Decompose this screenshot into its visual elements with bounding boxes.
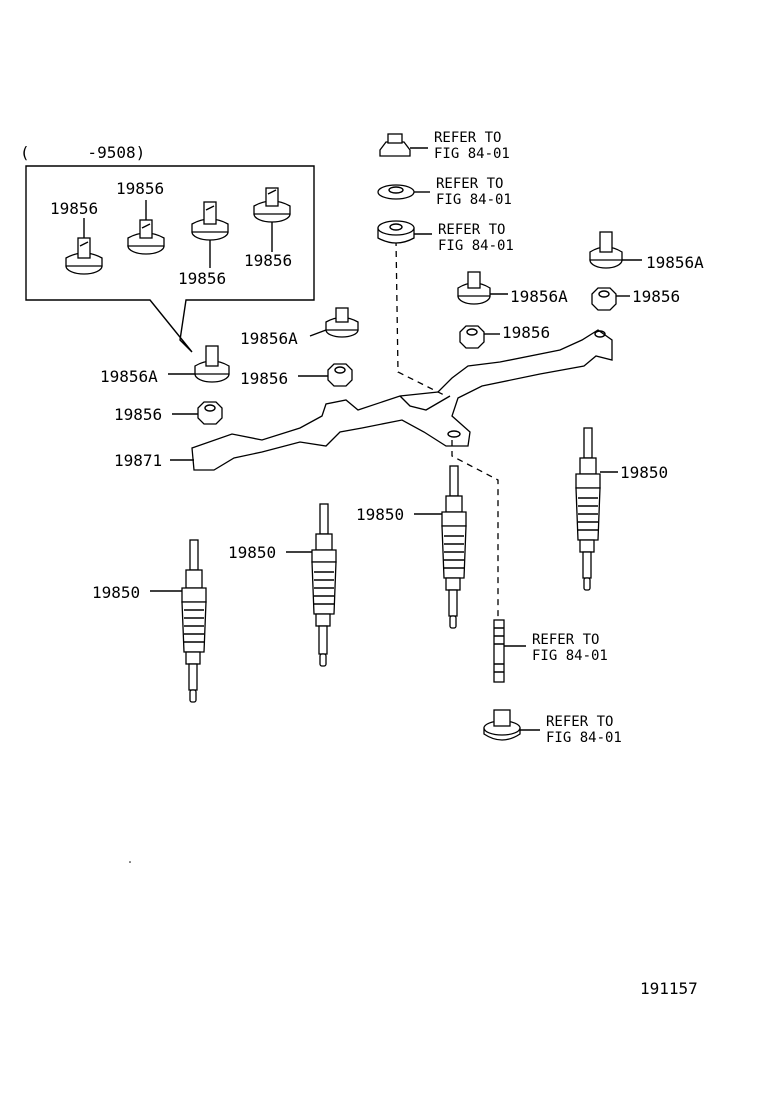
label-plug-1: 19850 — [92, 583, 140, 602]
stray-dot — [129, 861, 131, 863]
label-19856-nut-center: 19856 — [502, 323, 550, 342]
spacer-ref — [377, 220, 432, 244]
ref-spacer-line2: FIG 84-01 — [438, 238, 514, 254]
inset-connector-nut-c — [191, 201, 229, 268]
label-19856A-left: 19856A — [100, 367, 158, 386]
washer-ref — [377, 184, 430, 200]
inset-label-c: 19856 — [178, 269, 226, 288]
connector-nut-19856A-right-top — [589, 231, 642, 269]
ref-washer-line2: FIG 84-01 — [436, 192, 512, 208]
flange-nut-ref — [379, 133, 428, 157]
label-19856-nut-mid: 19856 — [240, 369, 288, 388]
inset-label-b: 19856 — [116, 179, 164, 198]
label-19856A-right-top: 19856A — [646, 253, 704, 272]
inset-connector-nut-b — [127, 200, 165, 255]
label-19871: 19871 — [114, 451, 162, 470]
glow-plug-1 — [150, 539, 207, 703]
inset-label-a: 19856 — [50, 199, 98, 218]
label-plug-2: 19850 — [228, 543, 276, 562]
ref-nut-line2: FIG 84-01 — [434, 146, 510, 162]
connector-nut-19856A-mid — [309, 307, 359, 338]
glow-plug-connector-bar-19871 — [170, 329, 613, 471]
connector-nut-19856A-center — [457, 271, 508, 305]
label-plug-4: 19850 — [620, 463, 668, 482]
glow-plug-3 — [414, 465, 467, 629]
inset-connector-nut-d — [253, 187, 291, 252]
ref-flange-nut-line2: FIG 84-01 — [546, 730, 622, 746]
hex-nut-19856-center — [459, 325, 500, 349]
ref-stud-line1: REFER TO — [532, 632, 599, 648]
label-plug-3: 19850 — [356, 505, 404, 524]
alignment-dash-spacer — [395, 239, 447, 397]
ref-washer-line1: REFER TO — [436, 176, 503, 192]
inset-connector-nut-a — [65, 218, 103, 275]
ref-nut-line1: REFER TO — [434, 130, 501, 146]
figure-number: 191157 — [640, 979, 698, 998]
glow-plug-2 — [286, 503, 337, 667]
ref-spacer-line1: REFER TO — [438, 222, 505, 238]
flange-nut-bottom-ref — [483, 709, 540, 741]
inset-label-d: 19856 — [244, 251, 292, 270]
stud-ref — [493, 619, 526, 683]
inset-box: ( -9508) 19856 19856 19856 — [20, 143, 315, 353]
alignment-dash-stud — [451, 440, 499, 618]
hex-nut-19856-right — [591, 287, 630, 311]
hex-nut-19856-mid — [298, 363, 353, 387]
connector-nut-19856A-left — [168, 345, 230, 383]
ref-stud-line2: FIG 84-01 — [532, 648, 608, 664]
label-19856A-mid: 19856A — [240, 329, 298, 348]
glow-plug-4 — [575, 427, 618, 591]
label-19856-nut-right: 19856 — [632, 287, 680, 306]
label-19856A-center: 19856A — [510, 287, 568, 306]
hex-nut-19856-left — [172, 401, 223, 425]
label-19856-nut-left: 19856 — [114, 405, 162, 424]
inset-date-range: ( -9508) — [20, 143, 145, 162]
ref-flange-nut-line1: REFER TO — [546, 714, 613, 730]
